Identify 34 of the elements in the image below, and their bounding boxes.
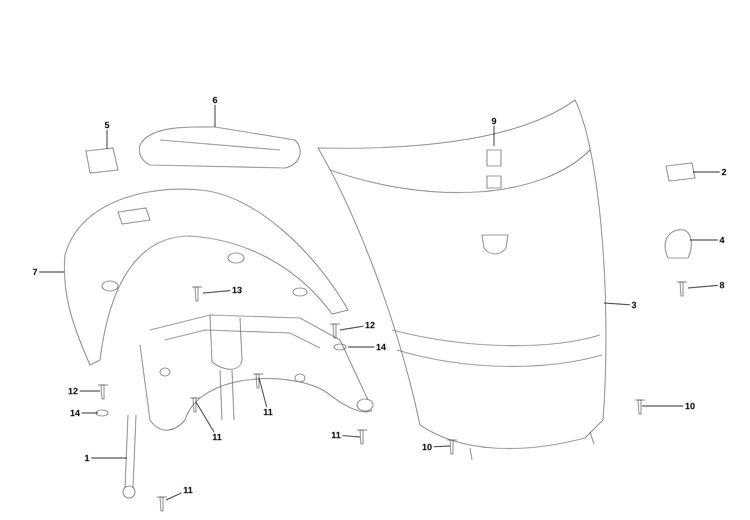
leader-line	[106, 130, 108, 150]
leader-line	[258, 378, 268, 408]
callout-number: 9	[492, 118, 496, 124]
callout-number: 11	[184, 486, 192, 494]
leader-line	[342, 435, 360, 438]
callout-number: 12	[68, 388, 78, 394]
callout-number: 12	[366, 322, 375, 328]
leader-line	[196, 402, 214, 433]
leader-line	[604, 302, 630, 306]
leader-line	[79, 390, 100, 392]
leader-line	[214, 104, 216, 128]
callout-number: 1	[85, 454, 90, 462]
callout-number: 3	[632, 302, 636, 308]
leader-line	[433, 446, 450, 448]
callout-number: 11	[264, 408, 272, 416]
callout-number: 8	[720, 282, 724, 288]
callout-number: 10	[422, 444, 432, 450]
callout-number: 4	[720, 236, 724, 244]
callout-number: 5	[104, 122, 110, 128]
callout-number: 13	[232, 286, 242, 294]
callout-number: 10	[686, 402, 695, 410]
leader-line	[340, 326, 364, 330]
callout-number: 14	[376, 344, 386, 350]
leader-line	[81, 412, 98, 414]
leader-line	[166, 492, 182, 500]
callout-number: 11	[212, 434, 222, 440]
callout-number: 7	[32, 268, 38, 276]
callout-number: 6	[212, 96, 218, 104]
leader-line	[688, 285, 718, 288]
leader-line	[348, 346, 375, 348]
callout-number: 2	[722, 168, 726, 176]
leader-line	[202, 290, 231, 294]
callout-number: 11	[332, 432, 340, 438]
callout-number: 14	[70, 410, 80, 416]
